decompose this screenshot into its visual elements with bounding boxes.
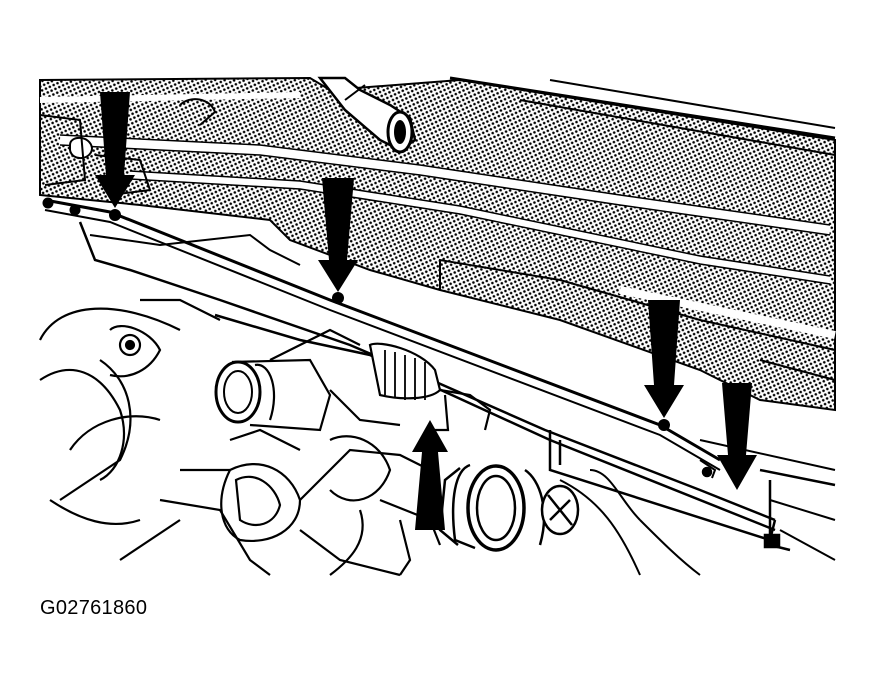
arrow-down-left-fastener xyxy=(95,92,135,208)
arrow-down-right-fastener xyxy=(644,300,684,418)
left-air-duct xyxy=(39,298,361,525)
fastener-left xyxy=(109,209,121,221)
callout-arrows xyxy=(95,92,757,530)
fastener-right xyxy=(658,419,670,431)
figure-code: G02761860 xyxy=(40,597,148,619)
lower-center-duct xyxy=(438,463,580,552)
lower-support-frame xyxy=(548,430,836,552)
radiator-filler-neck xyxy=(317,76,417,154)
lower-hoses xyxy=(559,439,836,576)
radiator-core xyxy=(39,76,836,412)
arrow-down-center-fastener xyxy=(318,178,358,292)
arrow-down-far-right-fastener xyxy=(717,383,757,490)
fastener-center xyxy=(332,292,344,304)
middle-intake-hose xyxy=(368,342,492,432)
arrow-up-lower-clip xyxy=(412,420,448,530)
left-bracket xyxy=(39,98,217,196)
fasteners xyxy=(109,209,670,431)
lower-left-components xyxy=(119,389,442,577)
